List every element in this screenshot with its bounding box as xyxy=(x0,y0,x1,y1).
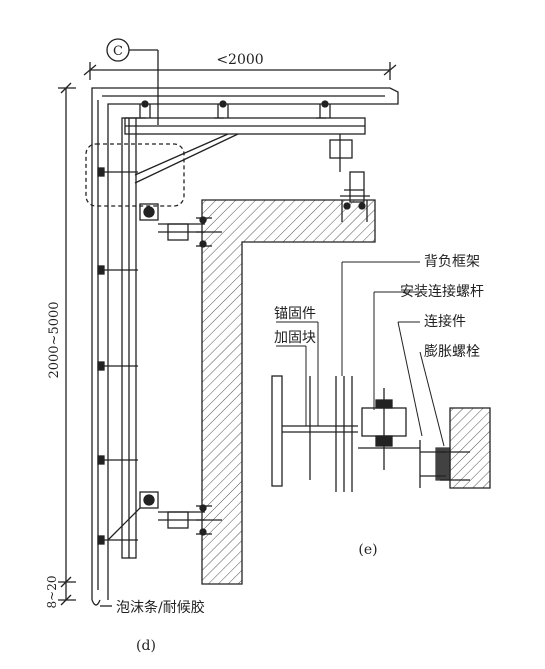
label-connecting-bolt: 安装连接螺杆 xyxy=(400,283,484,300)
e-stone-panel xyxy=(271,375,283,487)
label-expansion-bolt: 膨胀螺栓 xyxy=(424,343,480,360)
bottom-note: 泡沫条/耐候胶 xyxy=(116,599,205,616)
top-dimension-line xyxy=(83,62,397,80)
label-connector: 连接件 xyxy=(424,313,466,330)
caption-e: (e) xyxy=(358,542,377,558)
detail-e xyxy=(271,375,491,492)
height-dimension-line xyxy=(58,82,76,606)
diagonal-brace xyxy=(134,133,239,184)
label-back-frame: 背负框架 xyxy=(424,254,480,270)
concrete-structure xyxy=(201,199,376,585)
callout-letter: C xyxy=(113,44,123,59)
leader-lines xyxy=(276,261,445,447)
top-width-dimension: <2000 xyxy=(216,52,263,68)
lower-wall-bracket xyxy=(107,491,222,541)
detail-d xyxy=(58,38,399,607)
top-channel xyxy=(124,117,366,135)
bottom-gap-dimension: 8~20 xyxy=(45,576,59,609)
top-right-hanger xyxy=(329,134,370,222)
label-reinforcing-block: 加固块 xyxy=(274,330,316,346)
bottom-sealant xyxy=(91,599,112,607)
height-dimension: 2000~5000 xyxy=(47,301,62,378)
upper-wall-bracket xyxy=(139,203,222,248)
vertical-keel xyxy=(121,117,137,559)
stone-cladding xyxy=(91,87,399,600)
caption-d: (d) xyxy=(136,638,156,654)
label-anchor-piece: 锚固件 xyxy=(274,306,316,322)
side-anchors xyxy=(97,167,138,545)
highlight-box xyxy=(85,143,185,207)
